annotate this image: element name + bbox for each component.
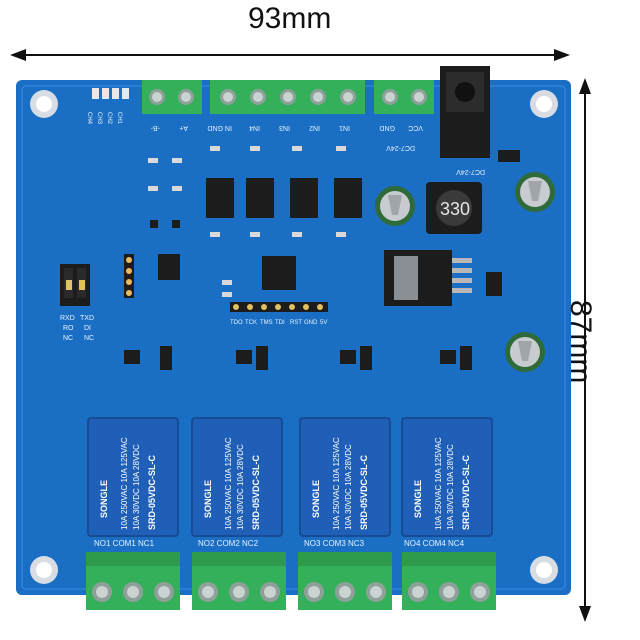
driver-components	[124, 346, 472, 370]
label-in-gnd: IN GND	[208, 124, 233, 131]
ic-u3	[262, 256, 296, 290]
relay-4-terminal-label: NO4 COM4 NC4	[404, 539, 465, 548]
relay-3-rating2: 10A 30VDC 10A 28VDC	[344, 444, 353, 530]
smd-components	[148, 146, 346, 297]
relay-4: SONGLE 10A 250VAC 10A 125VAC 10A 30VDC 1…	[401, 417, 493, 537]
top-terminal-rs485	[142, 80, 202, 114]
channel-leds	[92, 88, 129, 99]
label-in3: IN3	[279, 124, 290, 131]
relay-1-rating1: 10A 250VAC 10A 125VAC	[120, 437, 129, 530]
capacitor-c5	[505, 332, 545, 372]
inductor-label: 330	[440, 199, 470, 219]
dc-power-jack	[440, 66, 490, 158]
bottom-terminal-4	[402, 552, 496, 610]
relay-1-model: SRD-05VDC-SL-C	[147, 454, 157, 530]
relay-2-rating1: 10A 250VAC 10A 125VAC	[224, 437, 233, 530]
ic-u2	[158, 254, 180, 280]
header-gnd: GND	[304, 320, 318, 326]
label-gnd: GND	[379, 124, 395, 131]
relay-2-rating2: 10A 30VDC 10A 28VDC	[236, 444, 245, 530]
bottom-terminal-3	[298, 552, 392, 610]
capacitor-c1	[515, 172, 555, 212]
label-in2: IN2	[309, 124, 320, 131]
header-tck: TCK	[245, 320, 257, 326]
optocouplers	[206, 178, 362, 218]
header-tdo: TDO	[230, 320, 243, 326]
jumper-txd: TXD	[80, 315, 94, 322]
relay-3-rating1: 10A 250VAC 10A 125VAC	[332, 437, 341, 530]
header-tdi: TDI	[275, 320, 285, 326]
relay-4-model: SRD-05VDC-SL-C	[461, 454, 471, 530]
jumper-nc-2: NC	[84, 335, 94, 342]
relay-2-brand: SONGLE	[203, 480, 213, 518]
height-dimension-label: 87mm	[564, 300, 597, 384]
jumper-ro: RO	[63, 325, 74, 332]
header-rst: RST	[290, 320, 302, 326]
height-dimension-arrow	[579, 78, 591, 622]
relay-1: SONGLE 10A 250VAC 10A 125VAC 10A 30VDC 1…	[87, 417, 179, 537]
width-dimension-label: 93mm	[248, 2, 332, 35]
led-label-ch1: CH1	[116, 112, 122, 125]
header-tms: TMS	[260, 320, 273, 326]
label-b: -B-	[150, 124, 160, 131]
label-a: A+	[179, 124, 188, 131]
bottom-terminal-1	[86, 552, 180, 610]
relay-3-model: SRD-05VDC-SL-C	[359, 454, 369, 530]
relay-1-brand: SONGLE	[99, 480, 109, 518]
power-label-2: DC7-24V	[456, 168, 485, 175]
relay-4-rating1: 10A 250VAC 10A 125VAC	[434, 437, 443, 530]
inductor-l1: 330	[426, 182, 482, 234]
relay-3-brand: SONGLE	[311, 480, 321, 518]
relay-4-rating2: 10A 30VDC 10A 28VDC	[446, 444, 455, 530]
header-p2	[124, 254, 134, 298]
relay-4-brand: SONGLE	[413, 480, 423, 518]
jumper-nc-1: NC	[63, 335, 73, 342]
jumper-rxd: RXD	[60, 315, 75, 322]
top-terminal-power	[374, 80, 434, 114]
label-vcc: VCC	[408, 124, 423, 131]
capacitor-c4	[375, 186, 415, 226]
label-in1: IN1	[339, 124, 350, 131]
mounting-holes	[30, 90, 558, 584]
power-label: DC7-24V	[386, 144, 415, 151]
label-in4: IN4	[249, 124, 260, 131]
relay-3: SONGLE 10A 250VAC 10A 125VAC 10A 30VDC 1…	[299, 417, 391, 537]
relay-1-terminal-label: NO1 COM1 NC1	[94, 539, 155, 548]
relay-1-rating2: 10A 30VDC 10A 28VDC	[132, 444, 141, 530]
relay-2-terminal-label: NO2 COM2 NC2	[198, 539, 259, 548]
relay-2: SONGLE 10A 250VAC 10A 125VAC 10A 30VDC 1…	[191, 417, 283, 537]
width-dimension-arrow	[10, 49, 570, 61]
bottom-terminal-2	[192, 552, 286, 610]
programming-header	[230, 302, 328, 312]
header-5v: 5V	[320, 320, 327, 326]
relay-3-terminal-label: NO3 COM3 NC3	[304, 539, 365, 548]
jumper-block	[60, 264, 90, 306]
led-label-ch4: CH4	[86, 112, 92, 125]
relay-2-model: SRD-05VDC-SL-C	[251, 454, 261, 530]
led-label-ch2: CH2	[106, 112, 112, 125]
jumper-di: DI	[84, 325, 91, 332]
led-label-ch3: CH3	[96, 112, 102, 125]
top-terminal-inputs	[210, 80, 365, 114]
voltage-regulator-u8	[384, 150, 520, 306]
